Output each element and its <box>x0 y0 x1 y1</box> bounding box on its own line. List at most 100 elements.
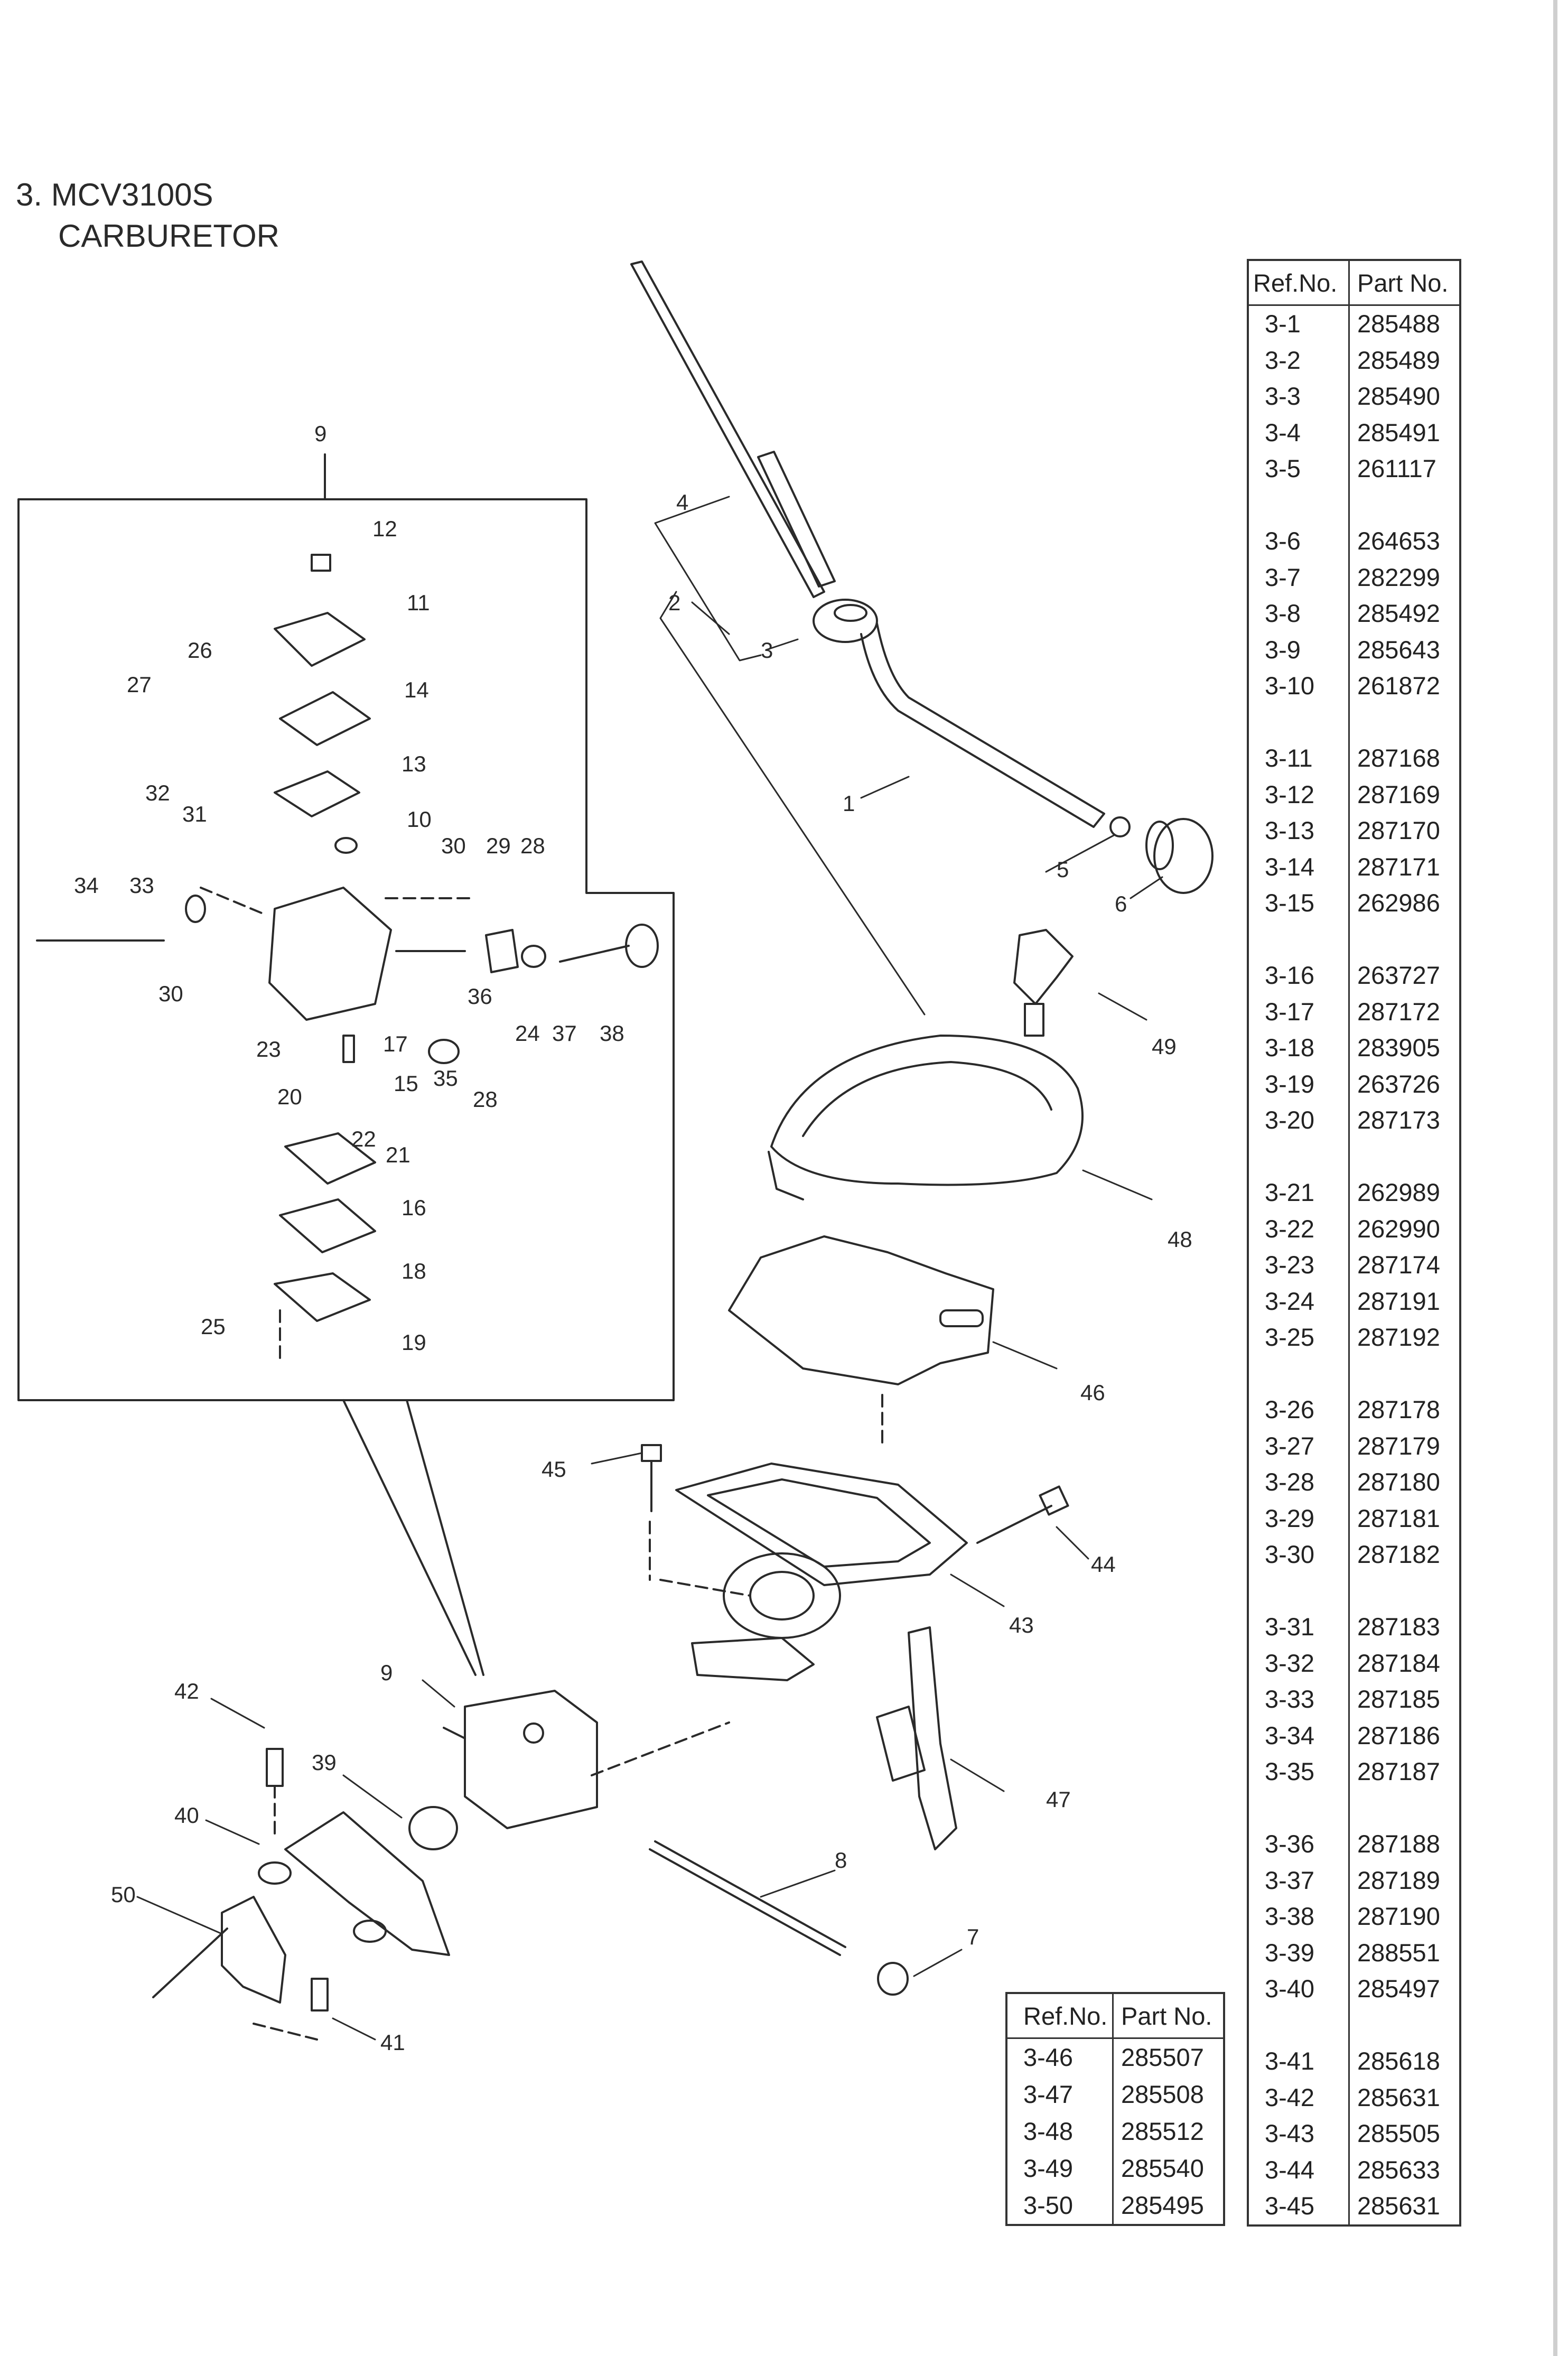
callout-30-bottom: 30 <box>158 981 183 1006</box>
page-edge-rule <box>1553 0 1557 2356</box>
table-spacer-row <box>1248 487 1460 523</box>
ref-no-cell: 3-22 <box>1248 1210 1350 1247</box>
callout-numbers: 1 2 3 4 5 6 7 8 9 9 10 11 12 13 14 15 16… <box>74 421 1192 2055</box>
callout-9-detail: 9 <box>314 421 326 446</box>
callout-47: 47 <box>1046 1787 1071 1812</box>
callout-43: 43 <box>1009 1613 1034 1637</box>
air-filter-cover <box>768 929 1084 1200</box>
ref-no-cell: 3-42 <box>1248 2079 1350 2116</box>
ref-no-cell: 3-1 <box>1248 305 1350 342</box>
part-no-cell: 287170 <box>1357 816 1440 844</box>
callout-6: 6 <box>1115 891 1127 916</box>
callout-16: 16 <box>402 1195 426 1220</box>
ref-no-cell: 3-28 <box>1248 1464 1350 1501</box>
callout-28-bottom: 28 <box>473 1087 498 1112</box>
ref-no-cell: 3-41 <box>1248 2043 1350 2080</box>
ref-no-cell: 3-11 <box>1248 740 1350 777</box>
callout-20: 20 <box>277 1084 302 1109</box>
throttle-lever <box>876 1626 957 1850</box>
ref-no-cell <box>1248 1790 1350 1826</box>
part-no-cell: 285540 <box>1121 2154 1204 2182</box>
ref-no-cell <box>1248 1572 1350 1609</box>
part-no-cell: 287174 <box>1357 1251 1440 1279</box>
part-no-cell: 285633 <box>1357 2155 1440 2184</box>
callout-18: 18 <box>402 1259 426 1283</box>
ref-no-cell: 3-33 <box>1248 1681 1350 1718</box>
callout-19: 19 <box>402 1330 426 1355</box>
part-no-cell: 283905 <box>1357 1033 1440 1061</box>
ref-no-cell: 3-20 <box>1248 1102 1350 1139</box>
part-no-cell: 287188 <box>1357 1830 1440 1858</box>
model-title: 3. MCV3100S <box>16 177 213 212</box>
ref-no-cell: 3-18 <box>1248 1030 1350 1066</box>
ref-no-cell: 3-5 <box>1248 451 1350 487</box>
part-no-cell: 263726 <box>1357 1069 1440 1098</box>
part-no-cell: 285631 <box>1357 2083 1440 2111</box>
callout-8: 8 <box>835 1848 847 1873</box>
ref-no-cell: 3-48 <box>1006 2113 1114 2150</box>
callout-4: 4 <box>676 490 688 515</box>
part-no-cell: 285507 <box>1121 2043 1204 2071</box>
callout-50: 50 <box>111 1882 136 1907</box>
callout-15: 15 <box>394 1071 418 1096</box>
ref-no-cell: 3-13 <box>1248 813 1350 849</box>
part-no-cell: 285508 <box>1121 2080 1204 2108</box>
ref-no-cell: 3-40 <box>1248 1971 1350 2007</box>
callout-48: 48 <box>1168 1227 1192 1252</box>
ref-no-cell: 3-49 <box>1006 2150 1114 2187</box>
ref-no-cell: 3-16 <box>1248 957 1350 994</box>
ref-no-cell: 3-6 <box>1248 523 1350 560</box>
callout-10: 10 <box>407 807 432 832</box>
part-no-cell <box>1349 1356 1461 1392</box>
callout-13: 13 <box>402 751 426 776</box>
ref-no-cell: 3-27 <box>1248 1428 1350 1464</box>
part-no-cell: 263727 <box>1357 961 1440 989</box>
callout-leaders <box>136 496 1163 2041</box>
table-spacer-row <box>1248 704 1460 740</box>
part-no-cell: 287181 <box>1357 1504 1440 1532</box>
part-no-cell: 285491 <box>1357 418 1440 446</box>
callout-37: 37 <box>552 1021 577 1046</box>
callout-27: 27 <box>127 672 152 697</box>
callout-12: 12 <box>372 516 397 541</box>
callout-45: 45 <box>542 1457 566 1482</box>
table-spacer-row <box>1248 1572 1461 1609</box>
part-no-cell <box>1349 1573 1461 1609</box>
part-no-cell: 264653 <box>1357 527 1440 555</box>
ref-no-cell: 3-12 <box>1248 776 1350 813</box>
table-header-row: Ref.No. Part No. <box>1248 260 1460 306</box>
part-no-cell: 285492 <box>1357 599 1440 627</box>
part-no-cell: 287186 <box>1357 1721 1440 1749</box>
ref-no-cell: 3-43 <box>1248 2116 1350 2152</box>
ref-no-cell: 3-30 <box>1248 1536 1350 1573</box>
callout-28-top: 28 <box>520 833 545 858</box>
callout-36: 36 <box>468 984 492 1009</box>
ref-no-cell <box>1248 1138 1350 1175</box>
part-no-cell: 287179 <box>1357 1431 1440 1460</box>
